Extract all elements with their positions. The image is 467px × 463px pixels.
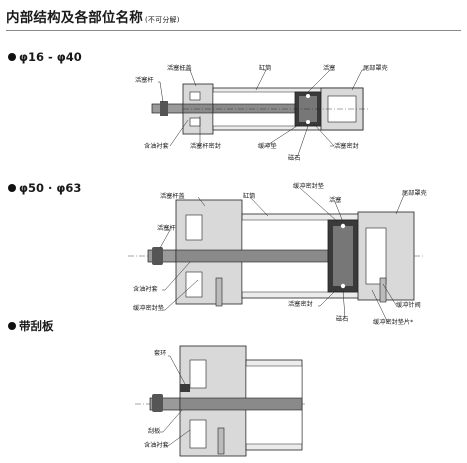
label-piston-rod-1: 活塞杆: [135, 77, 154, 84]
label-cushion-seal-2: 缓冲密封垫: [133, 305, 164, 312]
rod-end-nut: [152, 247, 163, 265]
rod-end-nut: [160, 101, 168, 116]
label-cushion-needle-2: 缓冲针阀: [396, 302, 421, 309]
section-heading-3: 带刮板: [8, 318, 54, 334]
label-collar-3: 套环: [154, 350, 167, 357]
label-rod-seal-1: 活塞杆密封: [190, 143, 221, 150]
section-heading-2: φ50 · φ63: [8, 181, 81, 195]
label-rod-cover-1: 活塞杆盖: [167, 65, 192, 72]
section-heading-1: φ16 - φ40: [8, 50, 82, 64]
bullet-icon: [8, 322, 16, 330]
bullet-icon: [8, 53, 16, 61]
scraper-collar: [180, 384, 190, 392]
bullet-icon: [8, 184, 16, 192]
label-piston-seal-2: 活塞密封: [288, 301, 313, 308]
label-cushion-gasket-2: 缓冲密封垫片*: [373, 319, 414, 326]
label-bumper-1: 缓冲垫: [258, 143, 277, 150]
label-rod-cover-2: 活塞杆盖: [160, 193, 185, 200]
title-note: (不可分解): [145, 16, 180, 24]
label-bushing-1: 含油衬套: [144, 143, 169, 150]
label-cushion-seal-top-2: 缓冲密封垫: [293, 183, 324, 190]
label-barrel-2: 缸筒: [243, 193, 256, 200]
label-bushing-2: 含油衬套: [133, 286, 158, 293]
label-piston-rod-2: 活塞杆: [157, 225, 176, 232]
label-bushing-3: 含油衬套: [144, 442, 169, 449]
page-title: 内部结构及各部位名称(不可分解): [6, 10, 180, 26]
label-magnet-2: 磁石: [336, 316, 349, 323]
label-head-cover-2: 尾部罩壳: [402, 190, 427, 197]
rod-end-nut: [152, 394, 163, 412]
label-head-cover-1: 尾部罩壳: [363, 65, 388, 72]
title-divider: [6, 30, 461, 31]
label-barrel-1: 缸筒: [259, 65, 272, 72]
label-piston-1: 活塞: [323, 65, 336, 72]
label-piston-seal-1: 活塞密封: [334, 143, 359, 150]
label-magnet-1: 磁石: [288, 155, 301, 162]
label-piston-2: 活塞: [329, 197, 342, 204]
label-scraper-3: 刮板: [148, 428, 161, 435]
